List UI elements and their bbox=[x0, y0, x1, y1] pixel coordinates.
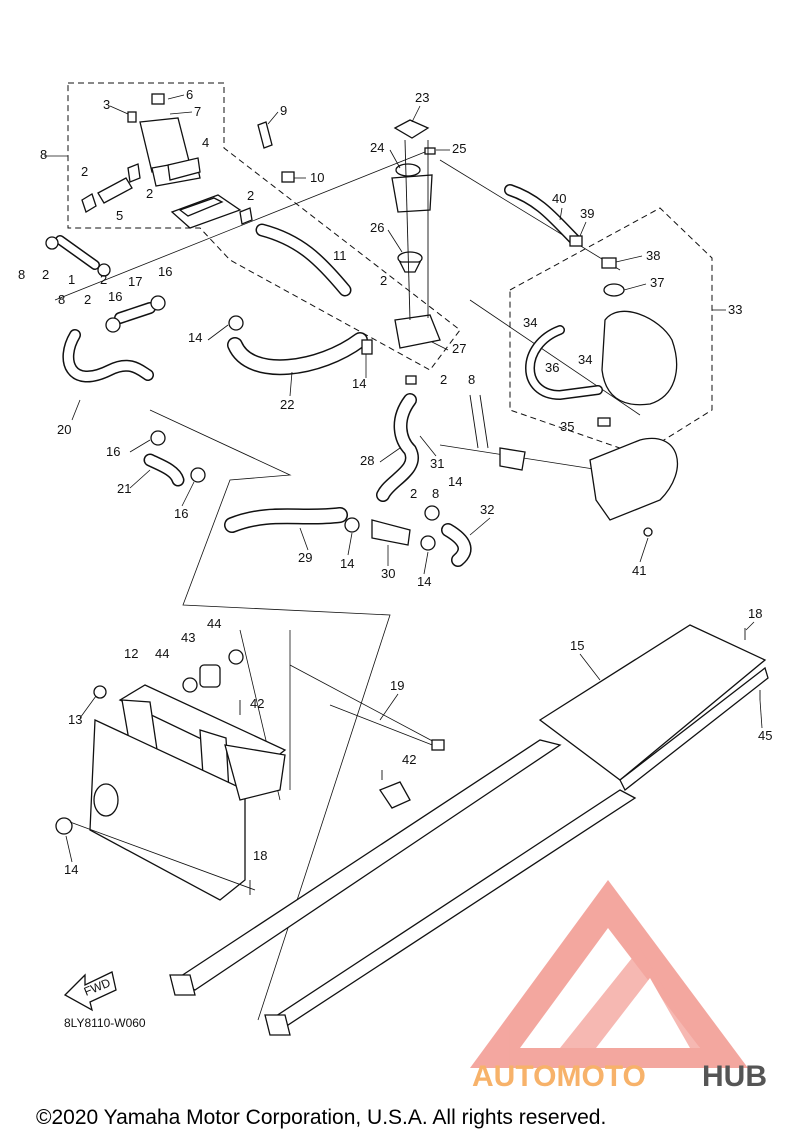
fittings-middle bbox=[371, 394, 526, 546]
callout-11: 11 bbox=[333, 248, 347, 263]
callout-24: 24 bbox=[370, 140, 384, 155]
callout-41: 41 bbox=[632, 563, 646, 578]
callout-22: 22 bbox=[280, 397, 294, 412]
callout-29: 29 bbox=[298, 550, 312, 565]
callout-34-b: 34 bbox=[578, 352, 592, 367]
callout-44-b: 44 bbox=[155, 646, 169, 661]
callout-35: 35 bbox=[560, 419, 574, 434]
callout-17: 17 bbox=[128, 274, 142, 289]
callout-12: 12 bbox=[124, 646, 138, 661]
callout-19: 19 bbox=[390, 678, 404, 693]
callout-14-f: 14 bbox=[64, 862, 78, 877]
callout-2-b: 2 bbox=[146, 186, 153, 201]
callout-37: 37 bbox=[650, 275, 664, 290]
callout-32: 32 bbox=[480, 502, 494, 517]
hose-clamps bbox=[45, 236, 440, 835]
bolts bbox=[239, 527, 761, 895]
watermark-part1: AUTOMOTO bbox=[472, 1060, 646, 1093]
callout-36: 36 bbox=[545, 360, 559, 375]
callout-18-a: 18 bbox=[748, 606, 762, 621]
callout-2-e: 2 bbox=[42, 267, 49, 282]
callout-16-d: 16 bbox=[174, 506, 188, 521]
coolant-reservoir bbox=[569, 235, 679, 521]
callout-9: 9 bbox=[280, 103, 287, 118]
callout-labels: 3 6 7 9 4 8 2 2 10 2 5 23 24 25 26 11 2 … bbox=[18, 87, 772, 877]
callout-25: 25 bbox=[452, 141, 466, 156]
callout-14-d: 14 bbox=[340, 556, 354, 571]
callout-18-b: 18 bbox=[253, 848, 267, 863]
callout-6: 6 bbox=[186, 87, 193, 102]
callout-8-b: 8 bbox=[18, 267, 25, 282]
callout-2-a: 2 bbox=[81, 164, 88, 179]
callout-43: 43 bbox=[181, 630, 195, 645]
callout-2-d: 2 bbox=[380, 273, 387, 288]
callout-8-a: 8 bbox=[40, 147, 47, 162]
callout-13: 13 bbox=[68, 712, 82, 727]
fwd-arrow-icon: FWD bbox=[63, 971, 117, 1012]
callout-8-e: 8 bbox=[432, 486, 439, 501]
callout-42-a: 42 bbox=[250, 696, 264, 711]
callout-23: 23 bbox=[415, 90, 429, 105]
callout-14-b: 14 bbox=[352, 376, 366, 391]
callout-42-b: 42 bbox=[402, 752, 416, 767]
callout-10: 10 bbox=[310, 170, 324, 185]
callout-8-c: 8 bbox=[58, 292, 65, 307]
callout-2-f: 2 bbox=[100, 272, 107, 287]
copyright-text: ©2020 Yamaha Motor Corporation, U.S.A. A… bbox=[36, 1106, 606, 1129]
hoses-upper bbox=[55, 184, 603, 567]
callout-44-a: 44 bbox=[207, 616, 221, 631]
callout-31: 31 bbox=[430, 456, 444, 471]
callout-21: 21 bbox=[117, 481, 131, 496]
callout-16-c: 16 bbox=[106, 444, 120, 459]
callout-27: 27 bbox=[452, 341, 466, 356]
callout-30: 30 bbox=[381, 566, 395, 581]
callout-4: 4 bbox=[202, 135, 209, 150]
watermark-logo-icon bbox=[470, 880, 748, 1068]
callout-28: 28 bbox=[360, 453, 374, 468]
callout-2-i: 2 bbox=[410, 486, 417, 501]
callout-40: 40 bbox=[552, 191, 566, 206]
callout-39: 39 bbox=[580, 206, 594, 221]
watermark-brand: AUTOMOTO HUB bbox=[472, 1060, 767, 1093]
callout-7: 7 bbox=[194, 104, 201, 119]
leader-lines bbox=[54, 149, 641, 1021]
callout-5: 5 bbox=[116, 208, 123, 223]
callout-14-c: 14 bbox=[448, 474, 462, 489]
callout-8-d: 8 bbox=[468, 372, 475, 387]
thermostat-assembly bbox=[81, 93, 295, 229]
callout-26: 26 bbox=[370, 220, 384, 235]
callout-45: 45 bbox=[758, 728, 772, 743]
callout-15: 15 bbox=[570, 638, 584, 653]
callout-2-c: 2 bbox=[247, 188, 254, 203]
callout-38: 38 bbox=[646, 248, 660, 263]
callout-20: 20 bbox=[57, 422, 71, 437]
callout-34-a: 34 bbox=[523, 315, 537, 330]
callout-16-a: 16 bbox=[158, 264, 172, 279]
callout-14-e: 14 bbox=[417, 574, 431, 589]
diagram-code: 8LY8110-W060 bbox=[64, 1016, 146, 1030]
callout-33: 33 bbox=[728, 302, 742, 317]
watermark-part2: HUB bbox=[702, 1060, 767, 1093]
heat-exchanger-frame bbox=[69, 664, 287, 901]
heat-exchanger-rails bbox=[169, 624, 769, 1036]
callout-leaders bbox=[44, 94, 763, 863]
callout-3: 3 bbox=[103, 97, 110, 112]
callout-2-g: 2 bbox=[84, 292, 91, 307]
callout-2-h: 2 bbox=[440, 372, 447, 387]
callout-16-b: 16 bbox=[108, 289, 122, 304]
callout-1: 1 bbox=[68, 272, 75, 287]
thermostat-cover-column bbox=[361, 119, 441, 385]
assembly-boundary-reservoir bbox=[509, 207, 713, 456]
callout-14-a: 14 bbox=[188, 330, 202, 345]
